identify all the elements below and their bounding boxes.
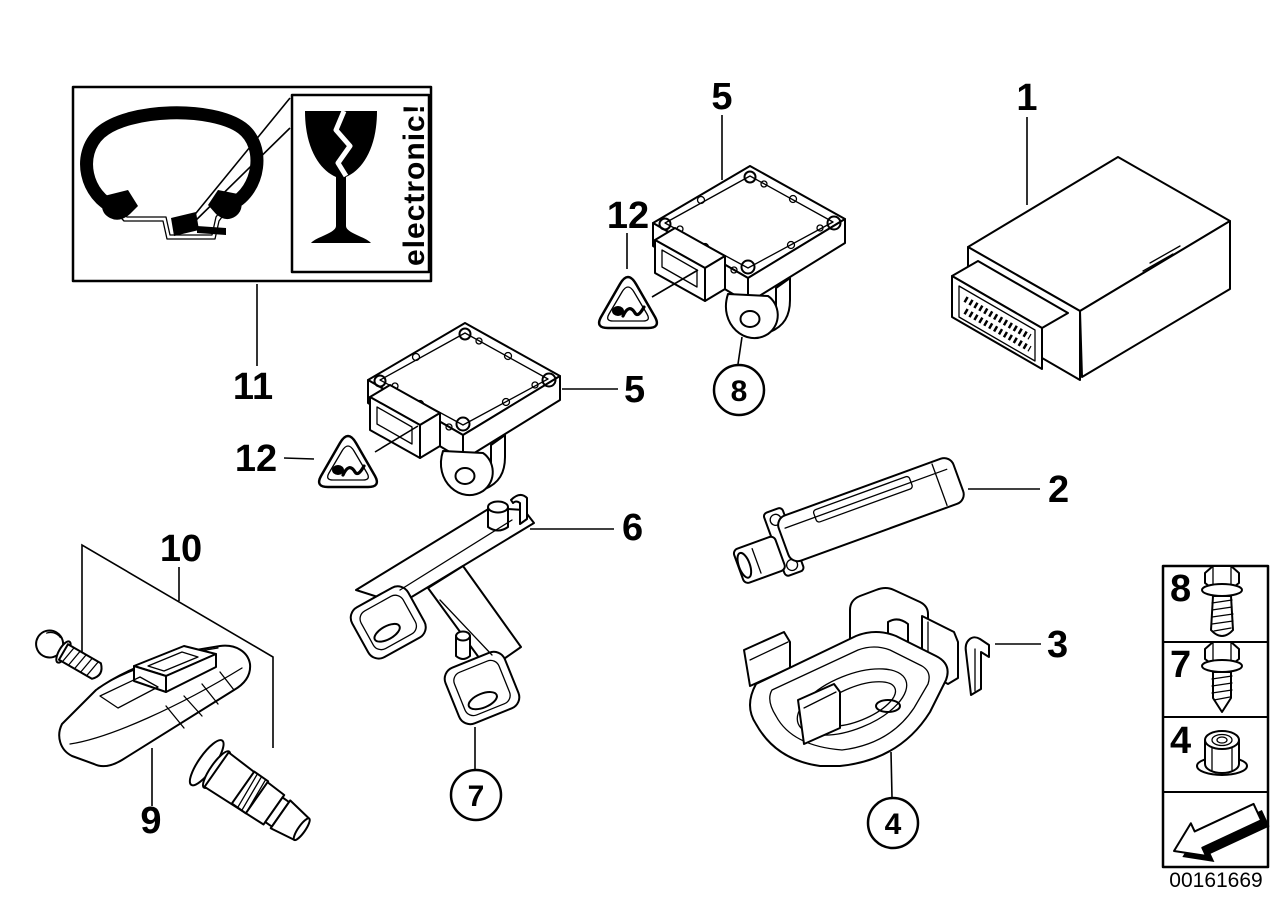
legend-row-screw-8: 8 [1170,565,1243,637]
callout-12-mid-label[interactable]: 12 [235,438,277,480]
callout-8-label[interactable]: 8 [731,375,748,408]
doc-number: 00161669 [1169,869,1262,892]
fragile-glass-icon [305,110,377,243]
electronic-label: electronic! [398,103,431,266]
direction-arrow-icon [1173,802,1270,862]
part-1-control-unit[interactable] [951,156,1231,381]
warning-triangle-top [597,269,699,330]
callout-8-circle[interactable] [712,363,766,417]
part-5-module-mid[interactable] [367,322,561,497]
part-10-valve[interactable] [185,736,320,853]
legend-row-screw-7: 7 [1170,641,1243,713]
callout-10-label[interactable]: 10 [160,528,202,570]
callout-11-label[interactable]: 11 [233,366,273,408]
callout-7-label[interactable]: 7 [468,780,485,813]
part-5-module-top[interactable] [652,165,846,340]
callout-1-label[interactable]: 1 [1016,77,1037,119]
callout-9-label[interactable]: 9 [140,800,161,842]
legend-8-label: 8 [1170,568,1191,610]
legend-4-label: 4 [1170,720,1191,762]
tire-cross-section-icon [80,106,264,240]
warning-triangle-mid [317,425,419,489]
part-9-wheel-sensor[interactable] [58,644,252,768]
warning-box: electronic! [71,85,433,283]
part-3-clip[interactable] [964,636,990,696]
part-6-bracket[interactable] [346,494,535,728]
callout-12-top-label[interactable]: 12 [607,195,649,237]
flange-nut-icon [1196,730,1248,776]
callout-5-top-label[interactable]: 5 [711,76,732,118]
part-10-screw[interactable] [31,626,107,685]
callout-4-label[interactable]: 4 [885,808,902,841]
callout-6-label[interactable]: 6 [622,507,643,549]
callout-4-circle[interactable] [866,796,920,850]
callout-5-mid-label[interactable]: 5 [624,369,645,411]
part-2-antenna-module[interactable] [724,447,970,591]
legend-row-nut-4: 4 [1170,720,1248,776]
callout-7-circle[interactable] [449,768,503,822]
callout-2-label[interactable]: 2 [1048,469,1069,511]
part-4-holder[interactable] [743,587,959,767]
fastener-legend: 8 7 4 [1161,564,1270,869]
callout-3-label[interactable]: 3 [1047,624,1068,666]
tapping-screw-icon [1201,565,1243,637]
legend-7-label: 7 [1170,644,1191,686]
pointed-screw-icon [1201,641,1243,713]
